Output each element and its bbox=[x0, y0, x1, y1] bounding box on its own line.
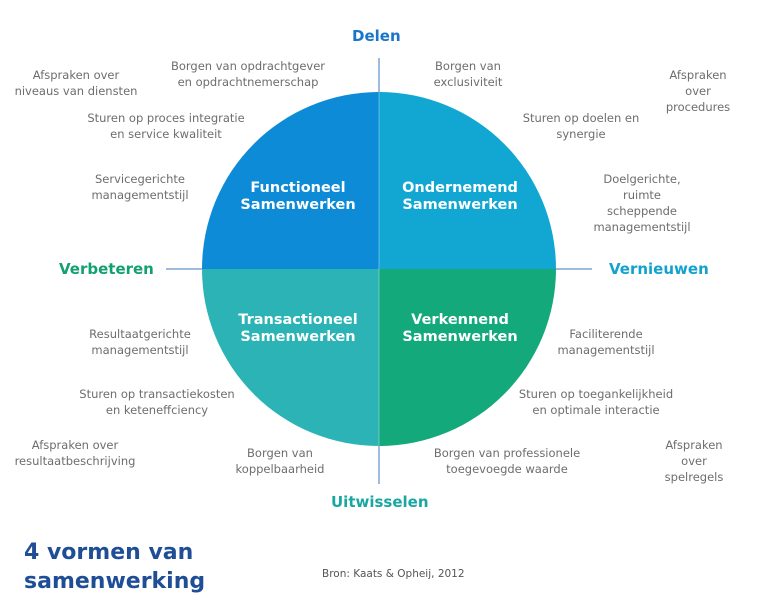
axis-label-verbeteren: Verbeteren bbox=[59, 260, 154, 278]
quadrant-top-left bbox=[202, 92, 379, 269]
label-afspraken-spelregels: Afspraken over spelregels bbox=[664, 438, 724, 484]
label-borgen-koppelbaarheid: Borgen van koppelbaarheid bbox=[235, 446, 325, 476]
quadrant-label-transactioneel: Transactioneel Samenwerken bbox=[238, 312, 358, 345]
quadrant-bottom-left bbox=[202, 269, 379, 446]
axis-label-delen: Delen bbox=[352, 27, 401, 45]
label-resultaatgerichte: Resultaatgerichte managementstijl bbox=[89, 327, 191, 357]
label-sturen-transactiekosten: Sturen op transactiekosten en keteneffci… bbox=[79, 387, 235, 417]
label-faciliterende: Faciliterende managementstijl bbox=[557, 327, 655, 357]
label-borgen-professionele: Borgen van professionele toegevoegde waa… bbox=[433, 446, 581, 476]
label-sturen-proces: Sturen op proces integratie en service k… bbox=[87, 111, 245, 141]
axis-label-vernieuwen: Vernieuwen bbox=[609, 260, 709, 278]
quadrant-label-functioneel: Functioneel Samenwerken bbox=[240, 180, 356, 213]
label-sturen-doelen: Sturen op doelen en synergie bbox=[522, 111, 640, 141]
quadrant-bottom-right bbox=[379, 269, 556, 446]
label-sturen-toegankelijkheid: Sturen op toegankelijkheid en optimale i… bbox=[518, 387, 674, 417]
label-afspraken-resultaat: Afspraken over resultaatbeschrijving bbox=[14, 438, 136, 468]
page-title: 4 vormen van samenwerking bbox=[24, 540, 206, 594]
label-afspraken-niveaus: Afspraken over niveaus van diensten bbox=[14, 68, 138, 98]
axis-label-uitwisselen: Uitwisselen bbox=[331, 493, 429, 511]
label-afspraken-procedures: Afspraken over procedures bbox=[665, 68, 731, 114]
quadrant-top-right bbox=[379, 92, 556, 269]
label-borgen-exclusiviteit: Borgen van exclusiviteit bbox=[433, 59, 503, 89]
label-borgen-opdrachtgever: Borgen van opdrachtgever en opdrachtneme… bbox=[170, 59, 326, 89]
quadrant-label-ondernemend: Ondernemend Samenwerken bbox=[402, 180, 518, 213]
source-credit: Bron: Kaats & Opheij, 2012 bbox=[322, 568, 465, 580]
label-doelgerichte: Doelgerichte, ruimte scheppende manageme… bbox=[593, 172, 691, 234]
label-servicegerichte: Servicegerichte managementstijl bbox=[91, 172, 189, 202]
quadrant-label-verkennend: Verkennend Samenwerken bbox=[402, 312, 518, 345]
